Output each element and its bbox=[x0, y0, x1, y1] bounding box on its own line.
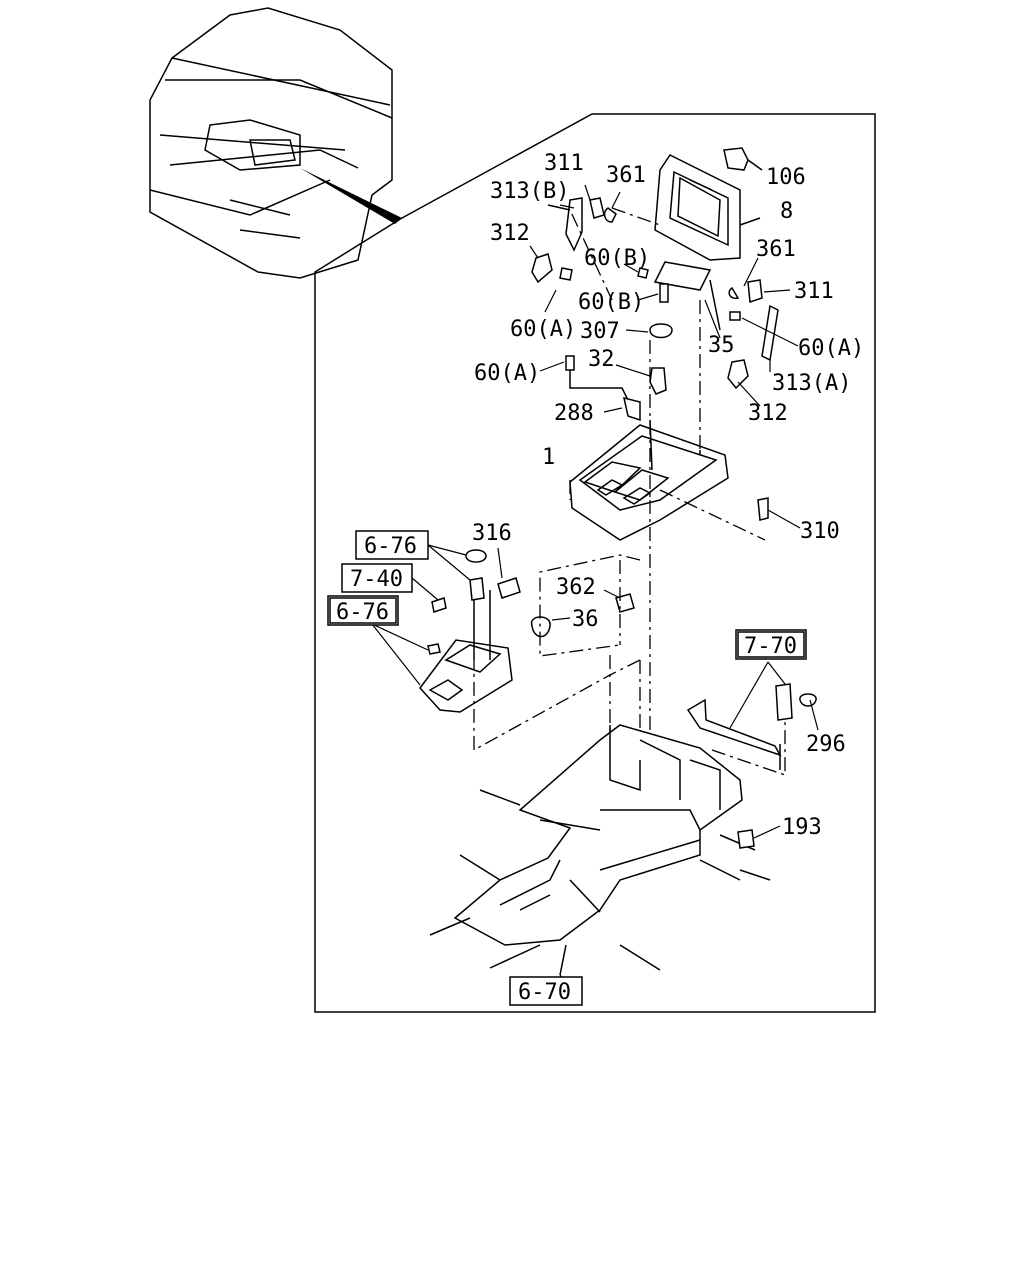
svg-text:6-76: 6-76 bbox=[336, 600, 389, 625]
console-base bbox=[429, 724, 771, 976]
leader-lines-mid bbox=[371, 544, 621, 686]
hardware-set bbox=[531, 197, 779, 521]
label-8: 8 bbox=[780, 199, 793, 224]
ref-box-6-70: 6-70 bbox=[509, 976, 583, 1006]
label-362: 362 bbox=[556, 575, 596, 600]
label-316: 316 bbox=[472, 521, 512, 546]
part-35-bracket bbox=[653, 261, 721, 331]
label-307: 307 bbox=[580, 319, 620, 344]
label-311-top: 311 bbox=[544, 151, 584, 176]
ref-box-6-76-a: 6-76 bbox=[355, 530, 429, 560]
part-labels: 311 361 106 313(B) 8 312 60(B) 361 311 6… bbox=[472, 151, 864, 840]
label-35: 35 bbox=[708, 333, 735, 358]
label-32: 32 bbox=[588, 347, 615, 372]
ref-box-6-76-b: 6-76 bbox=[327, 595, 399, 626]
svg-text:6-70: 6-70 bbox=[518, 980, 571, 1005]
label-288: 288 bbox=[554, 401, 594, 426]
label-60b-a: 60(B) bbox=[584, 246, 650, 271]
label-310: 310 bbox=[800, 519, 840, 544]
label-1: 1 bbox=[542, 445, 555, 470]
label-311-right: 311 bbox=[794, 279, 834, 304]
label-193: 193 bbox=[782, 815, 822, 840]
label-60a-left: 60(A) bbox=[474, 361, 540, 386]
svg-text:6-76: 6-76 bbox=[364, 534, 417, 559]
label-313b: 313(B) bbox=[490, 179, 569, 204]
cab-overview bbox=[149, 7, 402, 279]
part-1-console-lid bbox=[569, 419, 729, 541]
svg-text:7-70: 7-70 bbox=[744, 634, 797, 659]
label-312-top: 312 bbox=[490, 221, 530, 246]
label-312-right: 312 bbox=[748, 401, 788, 426]
part-8-panel bbox=[654, 154, 761, 261]
label-106: 106 bbox=[766, 165, 806, 190]
part-106 bbox=[723, 147, 763, 171]
switch-assembly bbox=[419, 549, 635, 713]
label-60b-b: 60(B) bbox=[578, 290, 644, 315]
detail-frame bbox=[314, 113, 876, 1013]
svg-text:7-40: 7-40 bbox=[350, 567, 403, 592]
label-36: 36 bbox=[572, 607, 599, 632]
ref-box-7-70: 7-70 bbox=[735, 629, 807, 660]
label-296: 296 bbox=[806, 732, 846, 757]
leader-lines-top bbox=[529, 184, 801, 529]
label-60a-a: 60(A) bbox=[510, 317, 576, 342]
label-60a-right: 60(A) bbox=[798, 336, 864, 361]
label-361-top: 361 bbox=[606, 163, 646, 188]
label-361-right: 361 bbox=[756, 237, 796, 262]
ref-box-7-40: 7-40 bbox=[341, 563, 413, 593]
label-313a: 313(A) bbox=[772, 371, 851, 396]
